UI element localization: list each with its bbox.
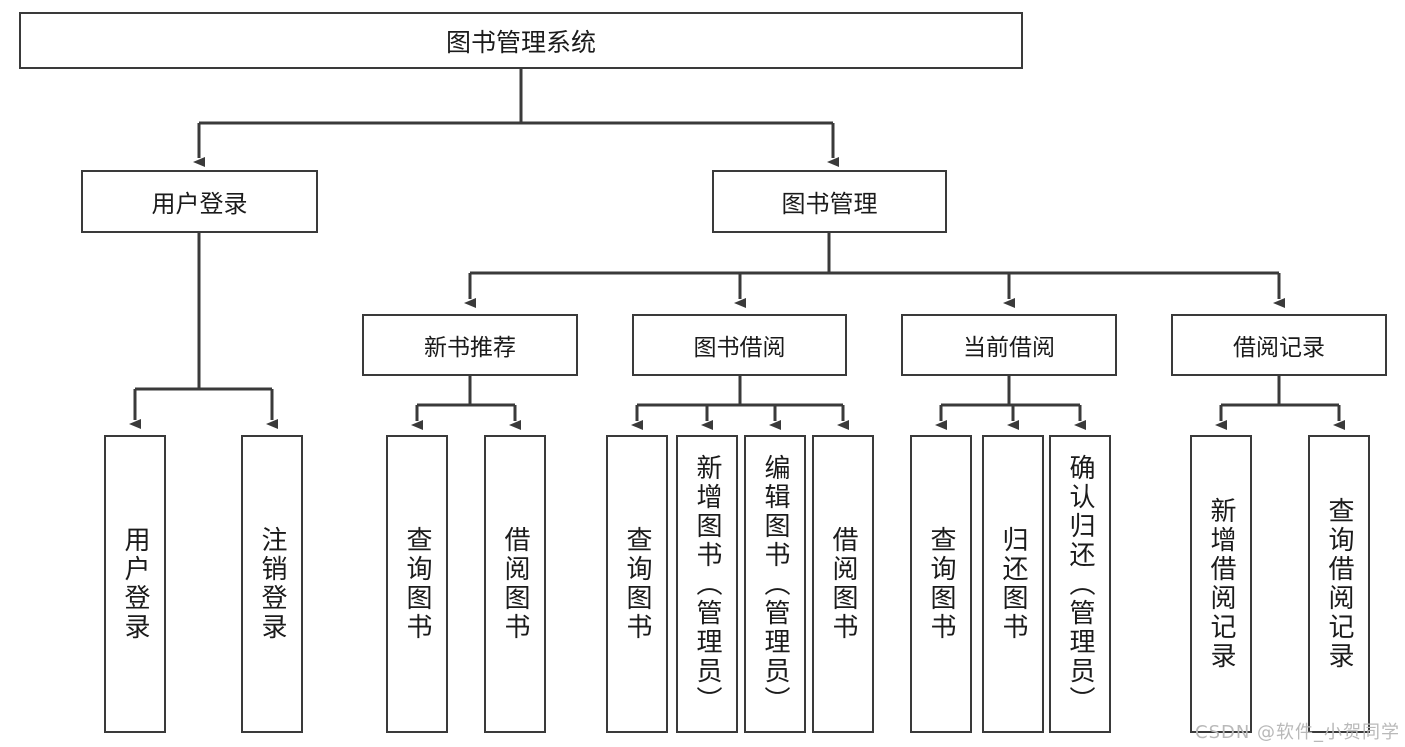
leaf-logout[interactable]: 注销登录 (241, 435, 303, 733)
leaf-add-borrow-record[interactable]: 新增借阅记录 (1190, 435, 1252, 733)
leaf-query-book-current-label: 查询图书 (926, 526, 956, 642)
leaf-query-book-borrow-label: 查询图书 (622, 526, 652, 642)
leaf-query-borrow-record-label: 查询借阅记录 (1324, 497, 1354, 671)
leaf-borrow-book-label: 借阅图书 (828, 526, 858, 642)
leaf-confirm-return-admin-label: 确认归还（管理员） (1065, 453, 1095, 715)
leaf-confirm-return-admin[interactable]: 确认归还（管理员） (1049, 435, 1111, 733)
node-borrow-record-label: 借阅记录 (1233, 335, 1325, 361)
leaf-logout-label: 注销登录 (257, 526, 287, 642)
node-user-login[interactable]: 用户登录 (81, 170, 318, 233)
leaf-query-book-recommend[interactable]: 查询图书 (386, 435, 448, 733)
node-root[interactable]: 图书管理系统 (19, 12, 1023, 69)
node-book-management-label: 图书管理 (781, 190, 878, 218)
leaf-user-login-label: 用户登录 (120, 526, 150, 642)
leaf-query-book-borrow[interactable]: 查询图书 (606, 435, 668, 733)
leaf-borrow-book-recommend[interactable]: 借阅图书 (484, 435, 546, 733)
node-new-book-recommend[interactable]: 新书推荐 (362, 314, 578, 376)
csdn-watermark: CSDN @软件_小贺同学 (1195, 722, 1401, 743)
leaf-borrow-book-recommend-label: 借阅图书 (500, 526, 530, 642)
leaf-user-login[interactable]: 用户登录 (104, 435, 166, 733)
node-user-login-label: 用户登录 (151, 190, 248, 218)
node-book-borrow-label: 图书借阅 (693, 335, 786, 361)
node-current-borrow-label: 当前借阅 (963, 335, 1055, 361)
leaf-edit-book-admin-label: 编辑图书（管理员） (760, 453, 790, 715)
leaf-edit-book-admin[interactable]: 编辑图书（管理员） (744, 435, 806, 733)
leaf-return-book-label: 归还图书 (998, 526, 1028, 642)
leaf-add-borrow-record-label: 新增借阅记录 (1206, 497, 1236, 671)
node-book-management[interactable]: 图书管理 (712, 170, 947, 233)
node-new-book-recommend-label: 新书推荐 (424, 335, 516, 361)
node-borrow-record[interactable]: 借阅记录 (1171, 314, 1387, 376)
leaf-query-borrow-record[interactable]: 查询借阅记录 (1308, 435, 1370, 733)
leaf-query-book-recommend-label: 查询图书 (402, 526, 432, 642)
leaf-add-book-admin[interactable]: 新增图书（管理员） (676, 435, 738, 733)
node-root-label: 图书管理系统 (445, 27, 596, 57)
leaf-add-book-admin-label: 新增图书（管理员） (692, 453, 722, 715)
leaf-return-book[interactable]: 归还图书 (982, 435, 1044, 733)
leaf-query-book-current[interactable]: 查询图书 (910, 435, 972, 733)
leaf-borrow-book[interactable]: 借阅图书 (812, 435, 874, 733)
node-current-borrow[interactable]: 当前借阅 (901, 314, 1117, 376)
node-book-borrow[interactable]: 图书借阅 (632, 314, 847, 376)
